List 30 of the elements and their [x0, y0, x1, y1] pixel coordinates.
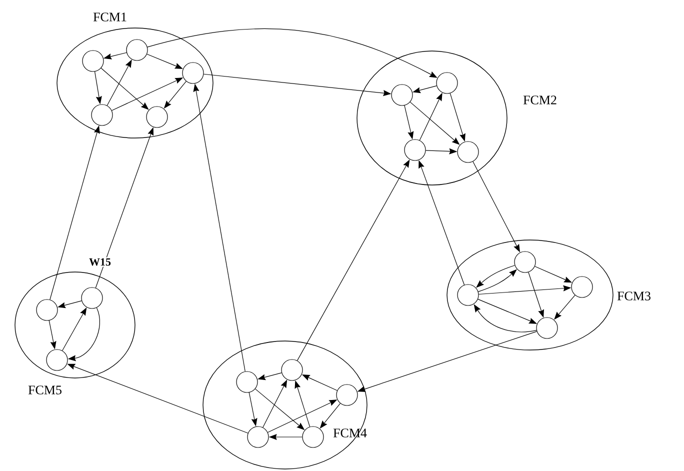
concept-circle	[81, 287, 103, 309]
concept-circle	[302, 426, 324, 448]
arrow	[146, 54, 183, 69]
concept-circle	[404, 139, 426, 161]
concept-circle	[391, 84, 413, 106]
concept-circle	[146, 106, 168, 128]
concept-circle	[436, 72, 458, 94]
concept-circle	[46, 349, 68, 371]
concept-circle	[457, 284, 479, 306]
concept-circle	[236, 371, 258, 393]
node-label: FCM3	[617, 292, 650, 300]
weight-label: W15	[88, 257, 112, 267]
concept-circle	[457, 141, 479, 163]
concept-circle	[247, 426, 269, 448]
concept-circle	[82, 50, 104, 72]
node-label: FCM1	[93, 12, 126, 22]
concept-circle	[514, 251, 536, 273]
concept-circle	[126, 39, 148, 61]
node-label: FCM2	[523, 96, 556, 104]
arrow	[147, 28, 438, 78]
concept-circle	[281, 359, 303, 381]
concept-circle	[536, 317, 558, 339]
arrow	[106, 60, 132, 106]
node-label: FCM5	[28, 386, 62, 394]
arrow	[100, 68, 149, 110]
concept-circle	[336, 384, 358, 406]
concept-circle	[91, 104, 113, 126]
concept-circle	[36, 299, 58, 321]
concept-circle	[182, 62, 204, 84]
concept-circle	[571, 276, 593, 298]
